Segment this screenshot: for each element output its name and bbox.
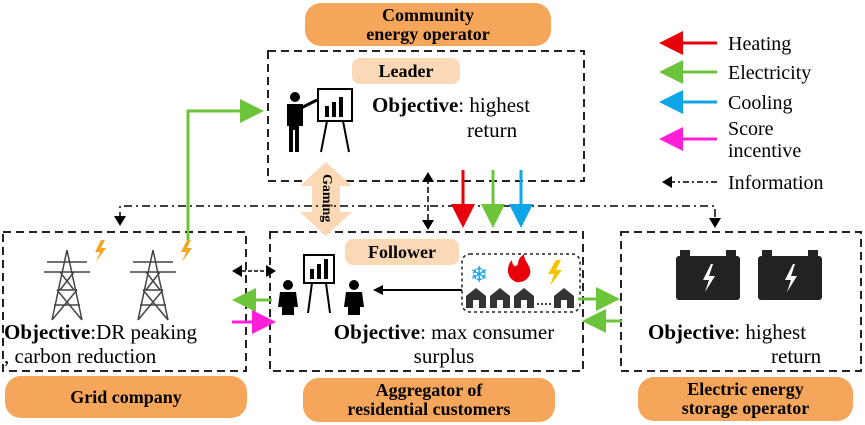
follower-objective: Objective: max consumer surplus [333,320,555,368]
transmission-tower-icon [130,249,176,321]
legend-cooling: Cooling [728,92,793,114]
lightning-icon [181,240,192,262]
transmission-tower-icon [44,249,90,321]
information-arrowhead-storage [709,218,721,228]
lightning-icon [548,260,562,286]
gaming-arrow [300,162,352,236]
energy-types-box [461,253,581,313]
grid-company-title: Grid company [5,376,247,418]
storage-box [620,231,862,372]
gaming-label: Gaming [319,173,334,223]
lightning-icon [95,240,106,262]
storage-objective: Objective: highest return [648,320,822,368]
follower-label: Follower [345,239,459,265]
battery-icon [676,250,740,300]
snowflake-icon: ❄ [470,263,488,288]
electricity-grid-to-leader [186,99,264,240]
legend-information: Information [728,172,824,194]
legend-electricity: Electricity [728,62,812,84]
meeting-icon [278,254,364,315]
legend-information-arrowhead [662,176,672,188]
information-line-top [119,205,716,221]
grid-objective: Objective:DR peaking , carbon reduction [4,320,198,368]
leader-label: Leader [352,58,460,84]
presenter-icon [287,88,353,153]
legend-heating: Heating [728,33,792,55]
flame-icon [507,254,531,283]
leader-objective: Objective: highest return [372,93,531,142]
information-arrowhead-grid [114,216,126,226]
house-icon [466,288,574,308]
battery-icon [758,250,822,300]
